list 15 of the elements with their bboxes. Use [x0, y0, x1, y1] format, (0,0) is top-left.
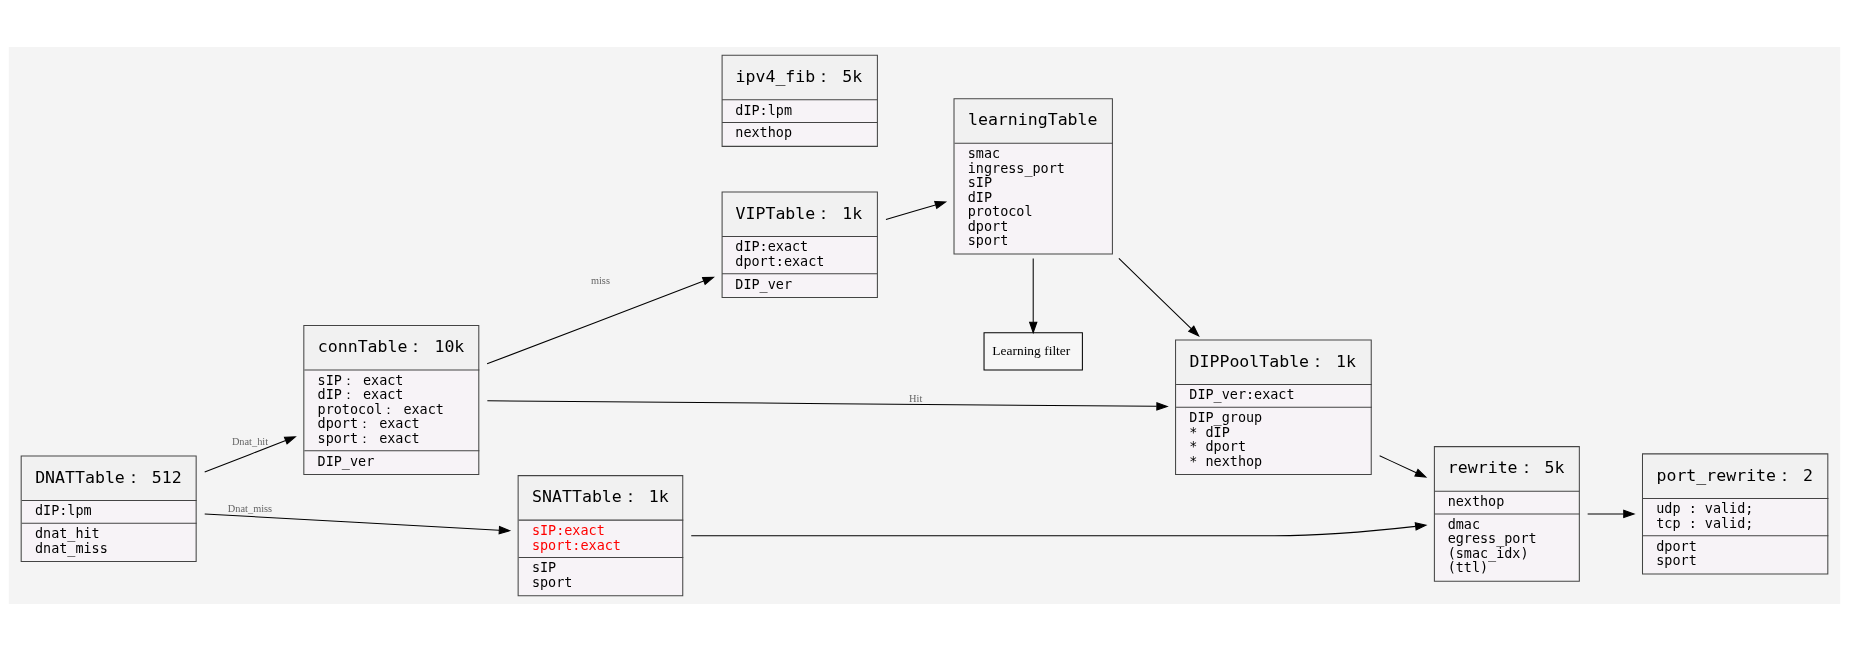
arrow — [486, 399, 1169, 411]
arrow — [1028, 257, 1038, 334]
arrow — [690, 521, 1428, 536]
arrow — [1587, 509, 1636, 518]
arrow — [885, 200, 948, 220]
edge-label: Dnat_miss — [227, 502, 273, 514]
arrow — [486, 276, 715, 364]
arrow — [1118, 257, 1200, 337]
arrow — [1379, 454, 1428, 478]
edge-label: miss — [590, 274, 610, 286]
arrow — [204, 435, 297, 472]
node-box: Learning filter — [983, 331, 1083, 371]
edge-label: Dnat_hit — [231, 435, 269, 447]
edge-label: Hit — [909, 392, 923, 404]
arrow — [204, 512, 512, 534]
